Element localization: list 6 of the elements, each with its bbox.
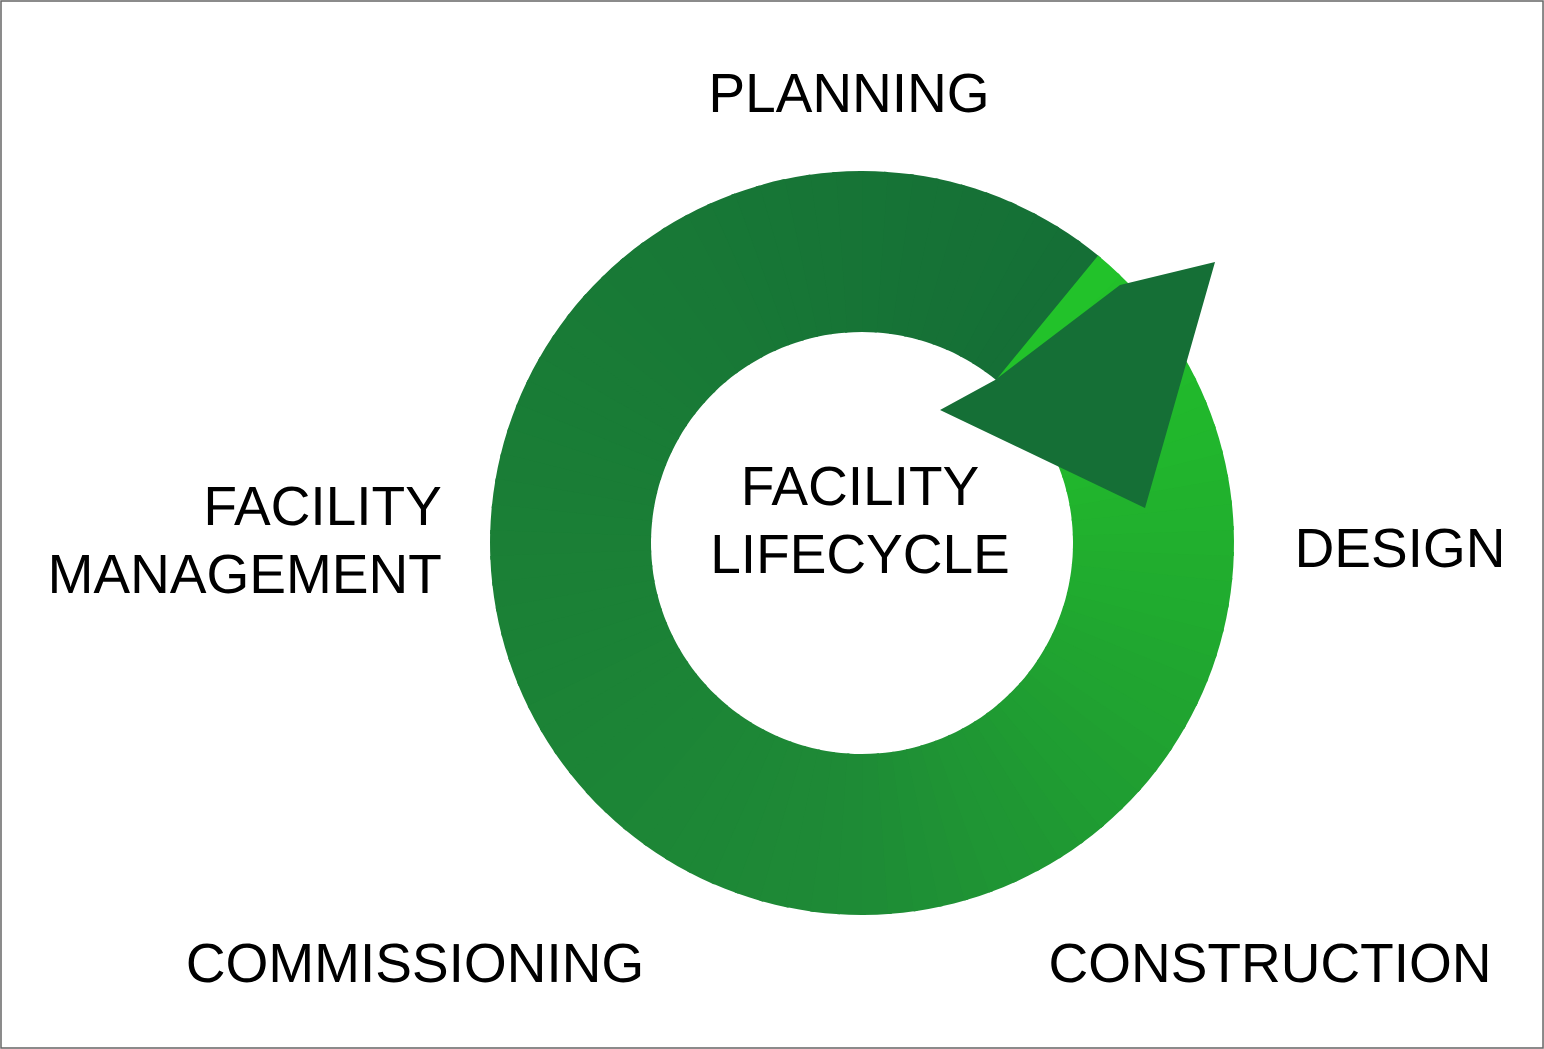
stage-label: COMMISSIONING <box>188 943 641 983</box>
stage-label: CONSTRUCTION <box>1051 943 1488 983</box>
stage-label: DESIGN <box>1299 528 1501 568</box>
stage-label: PLANNING <box>712 73 986 113</box>
stage-label: FACILITY LIFECYCLE <box>714 466 1008 574</box>
stage-label: FACILITY MANAGEMENT <box>52 486 441 594</box>
